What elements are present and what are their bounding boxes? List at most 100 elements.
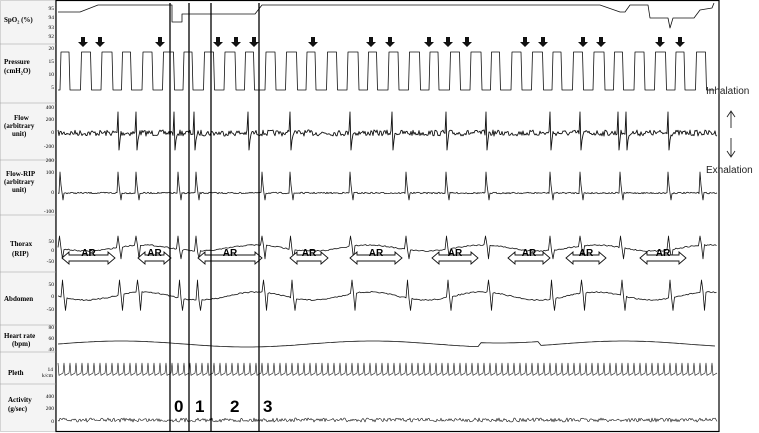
flow-trace bbox=[57, 111, 718, 151]
ar-label: AR bbox=[81, 248, 96, 259]
plot-frame bbox=[55, 0, 720, 433]
ar-double-arrow bbox=[61, 251, 116, 265]
ar-double-arrow bbox=[349, 251, 403, 265]
channel-label-flow: Flow (arbitrary unit) bbox=[4, 114, 36, 138]
ar-double-arrow bbox=[197, 251, 263, 265]
label-column bbox=[0, 0, 56, 432]
abdomen-trace bbox=[57, 279, 717, 311]
marker-lines bbox=[169, 3, 260, 432]
tick-flow-neg200: -200 bbox=[44, 144, 54, 150]
ar-label: AR bbox=[448, 248, 463, 259]
down-arrow bbox=[578, 37, 588, 47]
down-arrow bbox=[520, 37, 530, 47]
tick-pleth-unit: k/cm bbox=[42, 373, 54, 379]
down-arrow bbox=[655, 37, 665, 47]
channel-label-heart-rate: Heart rate (bpm) bbox=[4, 332, 37, 348]
down-arrow bbox=[443, 37, 453, 47]
down-arrow bbox=[78, 37, 88, 47]
inhalation-label: Inhalation bbox=[706, 86, 749, 97]
down-arrow bbox=[308, 37, 318, 47]
tick-spo2-95: 95 bbox=[49, 6, 55, 12]
down-arrow bbox=[155, 37, 165, 47]
waveforms bbox=[57, 2, 718, 423]
channel-label-flow-rip: Flow-RIP (arbitrary unit) bbox=[4, 170, 37, 194]
channel-label-spo2: SpO₂ (%) bbox=[4, 16, 33, 24]
tick-pressure-20: 20 bbox=[49, 46, 55, 52]
tick-flow-0: 0 bbox=[51, 130, 54, 136]
marker-label-1: 1 bbox=[195, 397, 204, 416]
ar-label: AR bbox=[223, 248, 238, 259]
down-arrow bbox=[675, 37, 685, 47]
down-arrow bbox=[95, 37, 105, 47]
tick-flow-400: 400 bbox=[46, 105, 55, 111]
down-arrow bbox=[424, 37, 434, 47]
ar-label: AR bbox=[147, 248, 162, 259]
tick-flowrip-200: 200 bbox=[46, 158, 55, 164]
down-arrow bbox=[213, 37, 223, 47]
channel-label-activity: Activity (g/sec) bbox=[8, 396, 33, 413]
down-arrow bbox=[249, 37, 259, 47]
channel-label-pleth: Pleth bbox=[8, 369, 24, 377]
tick-thorax-neg50: -50 bbox=[47, 259, 55, 265]
marker-label-0: 0 bbox=[174, 397, 183, 416]
tick-flow-200: 200 bbox=[46, 117, 55, 123]
tick-thorax-0: 0 bbox=[51, 248, 54, 254]
tick-spo2-92: 92 bbox=[49, 34, 55, 40]
ar-double-arrow bbox=[137, 251, 172, 265]
tick-spo2-93: 93 bbox=[49, 25, 55, 31]
ar-double-arrow bbox=[565, 251, 607, 265]
tick-labels: 95 94 93 92 20 15 10 5 400 200 0 -200 20… bbox=[42, 6, 54, 425]
tick-abdomen-0: 0 bbox=[51, 294, 54, 300]
down-arrow bbox=[596, 37, 606, 47]
ar-double-arrow bbox=[639, 251, 687, 265]
heart-rate-trace bbox=[57, 340, 716, 348]
tick-flowrip-100: 100 bbox=[46, 170, 55, 176]
down-arrows bbox=[78, 37, 685, 47]
tick-hr-60: 60 bbox=[49, 336, 55, 342]
down-arrow bbox=[366, 37, 376, 47]
tick-pleth-14: 14 bbox=[48, 367, 54, 373]
down-arrow bbox=[462, 37, 472, 47]
tick-flowrip-0: 0 bbox=[51, 190, 54, 196]
ar-label: AR bbox=[369, 248, 384, 259]
down-arrow bbox=[538, 37, 548, 47]
marker-label-3: 3 bbox=[263, 397, 272, 416]
ar-arrows: AR AR AR AR AR AR AR AR AR bbox=[61, 248, 687, 265]
tick-thorax-50: 50 bbox=[49, 239, 55, 245]
ar-label: AR bbox=[522, 248, 537, 259]
ar-label: AR bbox=[579, 248, 594, 259]
activity-trace bbox=[57, 417, 718, 423]
breath-direction-arrows bbox=[726, 110, 736, 158]
thorax-trace bbox=[57, 235, 717, 260]
tick-pressure-5: 5 bbox=[51, 85, 54, 91]
spo2-trace bbox=[58, 2, 715, 29]
tick-pressure-15: 15 bbox=[49, 59, 55, 65]
pleth-trace bbox=[57, 362, 718, 376]
tick-abdomen-50: 50 bbox=[49, 282, 55, 288]
ar-label: AR bbox=[656, 248, 671, 259]
tick-flowrip-neg100: -100 bbox=[44, 209, 54, 215]
tick-activity-400: 400 bbox=[46, 394, 55, 400]
tick-activity-0: 0 bbox=[51, 419, 54, 425]
tick-hr-40: 40 bbox=[49, 347, 55, 353]
marker-label-2: 2 bbox=[230, 397, 239, 416]
channel-label-thorax: Thorax (RIP) bbox=[10, 240, 34, 258]
tick-spo2-94: 94 bbox=[49, 15, 55, 21]
channel-label-abdomen: Abdomen bbox=[4, 295, 33, 303]
label-separators bbox=[0, 43, 56, 385]
down-arrow bbox=[231, 37, 241, 47]
flow-rip-trace bbox=[57, 171, 718, 201]
tick-pressure-10: 10 bbox=[49, 72, 55, 78]
ar-label: AR bbox=[302, 248, 317, 259]
tick-abdomen-neg50: -50 bbox=[47, 307, 55, 313]
tick-hr-80: 80 bbox=[49, 325, 55, 331]
down-arrow bbox=[385, 37, 395, 47]
ar-double-arrow bbox=[289, 251, 329, 265]
ar-double-arrow bbox=[431, 251, 479, 265]
exhalation-label: Exhalation bbox=[706, 165, 753, 176]
tick-activity-200: 200 bbox=[46, 406, 55, 412]
ar-double-arrow bbox=[507, 251, 551, 265]
pressure-trace bbox=[58, 51, 715, 91]
channel-label-pressure: Pressure (cmH₂O) bbox=[4, 58, 32, 75]
